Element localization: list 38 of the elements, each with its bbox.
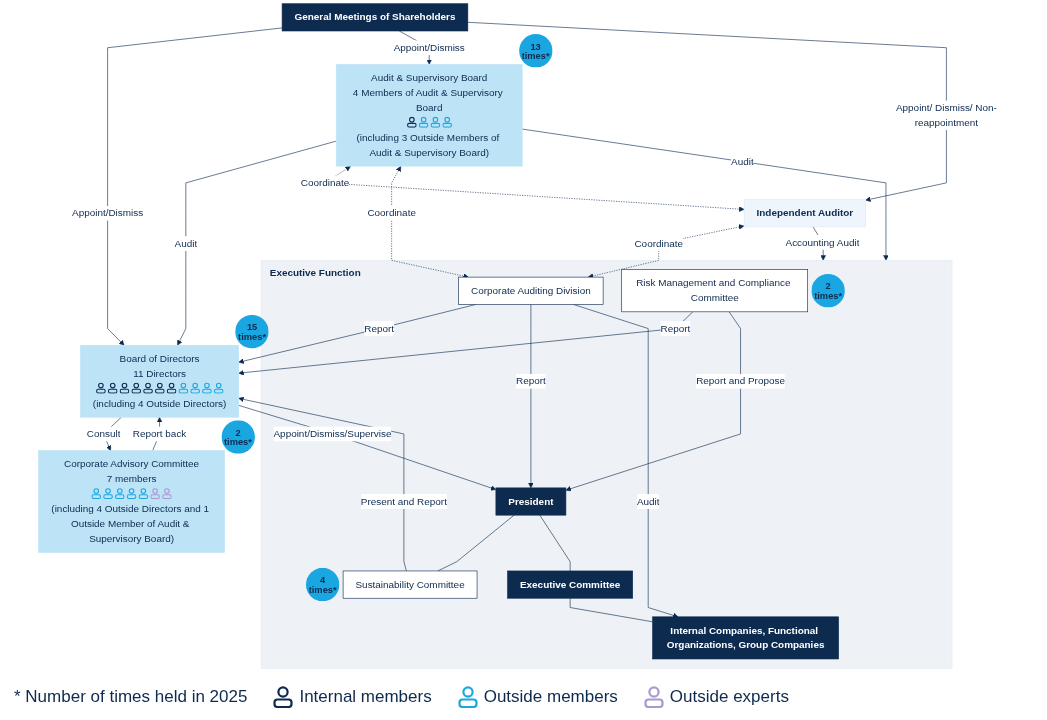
edge-label: Appoint/Dismiss [72,207,144,219]
node-box: Board of Directors 11 Directors (including 4 Outside Directors) [80,345,239,418]
edge-label: Appoint/Dismiss [393,42,465,53]
edge-label: Audit [731,156,754,167]
edge-label: Report [516,375,546,387]
node-box: President [495,487,567,516]
count-badge: 2 times* [221,420,255,455]
node-box: Sustainability Committee [342,570,478,599]
edge-label: Report back [132,428,187,439]
edge-label: Report [660,322,691,334]
legend-label: Outside experts [669,687,789,707]
connector [569,597,653,623]
edge-label: Report [364,322,395,334]
legend-label: Outside members [483,687,618,707]
edge-label: Appoint/ Dismiss/ Non-reappointment [895,102,997,128]
count-badge: 15 times* [235,315,269,349]
connector [539,514,571,572]
edge-label: Coordinate [367,207,416,219]
edge-label: Coordinate [300,177,350,188]
edge-label: Coordinate [634,238,683,249]
legend-label: Internal members [299,687,432,707]
node-box: General Meetings of Shareholders [281,3,469,32]
node-box: Internal Companies, Functional Organizations, Group Companies [652,616,839,660]
node-box: Corporate Advisory Committee 7 members (including 4 Outside Directors and 1 Outside Member of Audit & Supervisory Board) [38,450,225,553]
node-box: Risk Management and Compliance Committee [621,269,808,313]
node-box: Corporate Auditing Division [458,276,604,305]
edge-label: Consult [86,428,121,439]
node-box: Executive Committee [507,570,633,599]
edge-label: Accounting Audit [785,236,860,248]
node-box: Audit & Supervisory Board 4 Members of Audit & Supervisory Board (including 3 Outside Members of Audit & Supervisory Board) [335,64,523,167]
edge-label: Appoint/Dismiss/Supervise [273,428,392,439]
edge-label: Audit [174,238,198,249]
edge-label: Present and Report [360,495,447,507]
edge-label: Audit [636,495,660,507]
count-badge: 13 times* [518,34,553,68]
edge-label: Report and Propose [696,375,785,387]
footnote: * Number of times held in 2025 [14,687,248,707]
node-box: Independent Auditor [743,199,866,228]
